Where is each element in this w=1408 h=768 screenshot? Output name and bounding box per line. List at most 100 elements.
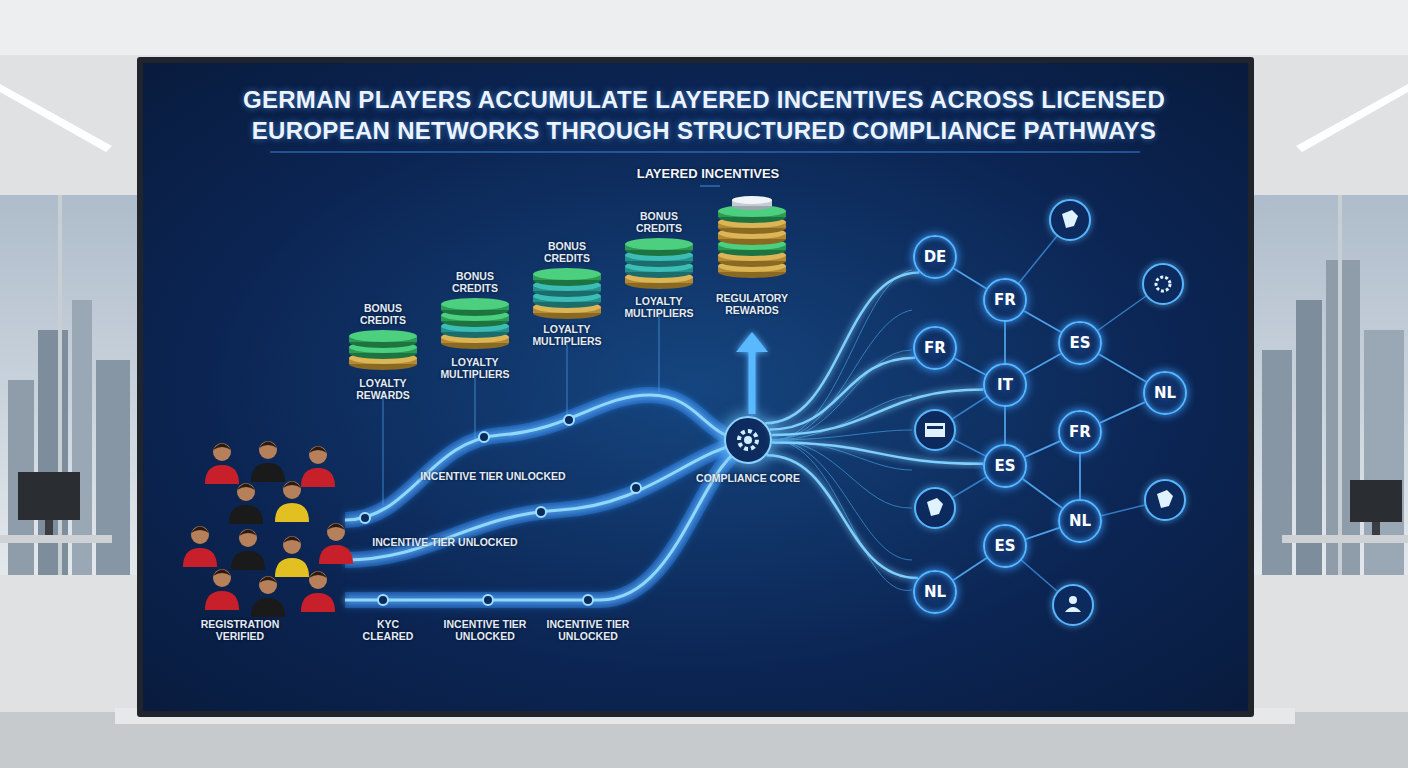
decor-line	[382, 392, 384, 505]
decor-circle	[915, 410, 955, 450]
decor-circle	[915, 488, 955, 528]
stage-label: LOYALTY MULTIPLIERS	[435, 356, 515, 380]
decor-path	[772, 310, 912, 440]
coin-stacks	[349, 196, 786, 370]
network-link	[1004, 322, 1006, 363]
decor-use	[319, 523, 353, 564]
stage-label: BONUS CREDITS	[343, 302, 423, 326]
decor-rect	[925, 423, 945, 437]
stage-label: KYC CLEARED	[358, 618, 418, 642]
ceiling-light	[1296, 84, 1408, 152]
right-window	[1254, 195, 1408, 575]
country-node: FR	[983, 278, 1027, 322]
player-group	[183, 441, 353, 617]
country-node: ES	[983, 524, 1027, 568]
decor-circle	[564, 415, 574, 425]
stage-label: LOYALTY MULTIPLIERS	[527, 323, 607, 347]
diagram-title: GERMAN PLAYERS ACCUMULATE LAYERED INCENT…	[204, 84, 1204, 146]
decor-circle	[1145, 480, 1185, 520]
decor-circle	[725, 417, 771, 463]
network-link	[1079, 454, 1081, 499]
stage-label: INCENTIVE TIER UNLOCKED	[345, 536, 545, 548]
decor-line	[566, 338, 568, 420]
network-links	[935, 220, 1165, 605]
decor-path	[927, 498, 943, 516]
country-code: IT	[997, 376, 1013, 394]
network-link	[1024, 311, 1061, 332]
country-code: ES	[994, 457, 1015, 475]
up-arrow	[736, 332, 768, 414]
country-code: NL	[924, 583, 946, 601]
compliance-core: COMPLIANCE CORE	[724, 416, 772, 464]
section-heading: LAYERED INCENTIVES	[598, 166, 818, 182]
country-code: DE	[924, 248, 947, 266]
ceiling	[0, 0, 1408, 55]
network-link	[1024, 354, 1061, 375]
icon-glyphs	[925, 210, 1173, 612]
network-link	[1023, 479, 1063, 508]
stage-label: BONUS CREDITS	[527, 240, 607, 264]
decor-path	[345, 445, 748, 600]
stream-dots	[360, 415, 641, 605]
decor-line	[474, 372, 476, 440]
network-link	[1100, 402, 1145, 423]
decor-path	[772, 440, 912, 560]
left-window	[0, 195, 138, 575]
decor-rect	[0, 535, 112, 543]
decor-rect	[0, 195, 138, 575]
incentive-streams	[345, 395, 748, 600]
decor-circle	[483, 595, 493, 605]
decor-use	[275, 481, 309, 522]
decor-use	[251, 441, 285, 482]
decor-path	[1157, 490, 1173, 508]
decor-use	[205, 443, 239, 484]
network-link	[1025, 441, 1060, 457]
decor-circle	[1069, 596, 1077, 604]
country-code: FR	[924, 339, 946, 357]
decor-use	[251, 576, 285, 617]
stage-label: LOYALTY MULTIPLIERS	[619, 295, 699, 319]
fiber-stream	[772, 442, 983, 463]
stage-label: REGULATORY REWARDS	[707, 292, 797, 316]
decor-rect	[1282, 535, 1408, 543]
decor-circle	[1053, 585, 1093, 625]
decor-use	[205, 569, 239, 610]
title-rule	[270, 151, 1140, 153]
stack-drops	[383, 312, 659, 505]
heading-rule	[700, 185, 720, 187]
country-node: IT	[983, 363, 1027, 407]
decor-line	[658, 312, 660, 392]
decor-path	[1065, 607, 1081, 612]
decor-use	[349, 330, 417, 348]
decor-use	[533, 268, 601, 286]
stage-label: INCENTIVE TIER UNLOCKED	[435, 618, 535, 642]
decor-rect	[1372, 522, 1380, 535]
decor-circle	[631, 483, 641, 493]
decor-use	[441, 298, 509, 316]
decor-polygon	[736, 332, 768, 352]
stage-label: INCENTIVE TIER UNLOCKED	[393, 470, 593, 482]
country-node: ES	[983, 444, 1027, 488]
core-label: COMPLIANCE CORE	[693, 472, 803, 484]
country-node: NL	[1143, 371, 1187, 415]
country-code: ES	[994, 537, 1015, 555]
network-link	[953, 558, 986, 580]
decor-use	[275, 536, 309, 577]
network-link	[1004, 407, 1006, 444]
country-node: FR	[913, 326, 957, 370]
screen-bezel	[137, 57, 1254, 717]
decor-path	[345, 442, 748, 560]
decor-use	[183, 526, 217, 567]
country-node: NL	[913, 570, 957, 614]
decor-use	[301, 571, 335, 612]
decor-circle	[1143, 264, 1183, 304]
country-code: NL	[1069, 512, 1091, 530]
decor-rect	[927, 426, 943, 429]
country-node: FR	[1058, 410, 1102, 454]
decor-use	[231, 529, 265, 570]
decor-path	[345, 395, 748, 520]
country-code: FR	[1069, 423, 1091, 441]
